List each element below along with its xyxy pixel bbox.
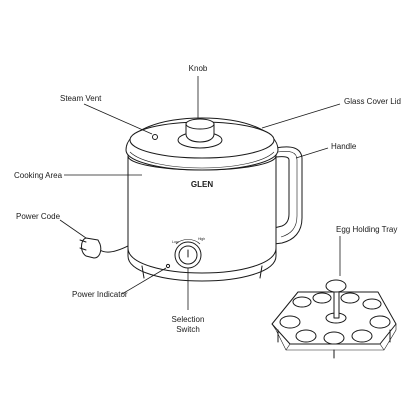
knob-top — [185, 118, 215, 130]
cooker-drawing: GLEN Low High — [79, 117, 303, 282]
egg-cup-5 — [279, 315, 301, 329]
egg-cup-2 — [312, 292, 332, 304]
callout-line-power-code — [59, 219, 87, 239]
egg-cup-1 — [292, 296, 312, 308]
egg-cup-4 — [362, 298, 382, 310]
power-cord — [99, 245, 129, 253]
label-knob: Knob — [189, 64, 208, 73]
power-plug — [81, 237, 102, 259]
egg-cup-6 — [369, 315, 391, 329]
callout-line-glass-cover-lid — [261, 103, 341, 129]
steam-vent-hole — [152, 134, 158, 140]
handle-groove — [277, 150, 298, 238]
label-handle: Handle — [331, 142, 357, 151]
egg-tray-stem — [333, 289, 340, 319]
label-cooking-area: Cooking Area — [14, 171, 63, 180]
callout-line-steam-vent — [83, 103, 153, 135]
egg-cup-3 — [340, 292, 360, 304]
label-power-code: Power Code — [16, 212, 61, 221]
label-selection-switch-line1: Selection — [172, 315, 205, 324]
label-selection-switch-line2: Switch — [176, 325, 200, 334]
egg-tray-handle-knob — [325, 279, 347, 293]
dial-mark-high: High — [198, 237, 205, 241]
egg-cup-7 — [295, 329, 317, 343]
egg-cup-9 — [351, 329, 373, 343]
label-steam-vent: Steam Vent — [60, 94, 102, 103]
base-foot-right — [259, 265, 263, 279]
dial-mark-low: Low — [172, 240, 179, 244]
callout-labels: Knob Steam Vent Glass Cover Lid Handle C… — [14, 64, 401, 334]
plug-pin-bottom — [79, 247, 87, 251]
handle-shape — [273, 146, 303, 245]
cooking-area-body — [127, 155, 277, 282]
lid-rim-line — [129, 151, 275, 169]
egg-tray-edge — [271, 323, 397, 351]
plug-pin-top — [79, 239, 87, 243]
base-band — [127, 247, 277, 274]
callout-line-handle — [295, 147, 329, 159]
label-glass-cover-lid: Glass Cover Lid — [344, 97, 401, 106]
dial-scale — [175, 239, 201, 245]
brand-logo: GLEN — [191, 180, 213, 189]
base-foot-left — [141, 265, 145, 279]
egg-tray-inner-edge — [285, 343, 385, 351]
egg-holding-tray-drawing — [271, 279, 397, 359]
callout-lines — [59, 76, 341, 310]
label-power-indicator: Power Indicator — [72, 290, 128, 299]
callout-line-power-indicator — [121, 267, 167, 295]
label-egg-holding-tray: Egg Holding Tray — [336, 225, 397, 234]
egg-cup-8 — [323, 331, 345, 345]
power-indicator-light — [165, 263, 171, 269]
